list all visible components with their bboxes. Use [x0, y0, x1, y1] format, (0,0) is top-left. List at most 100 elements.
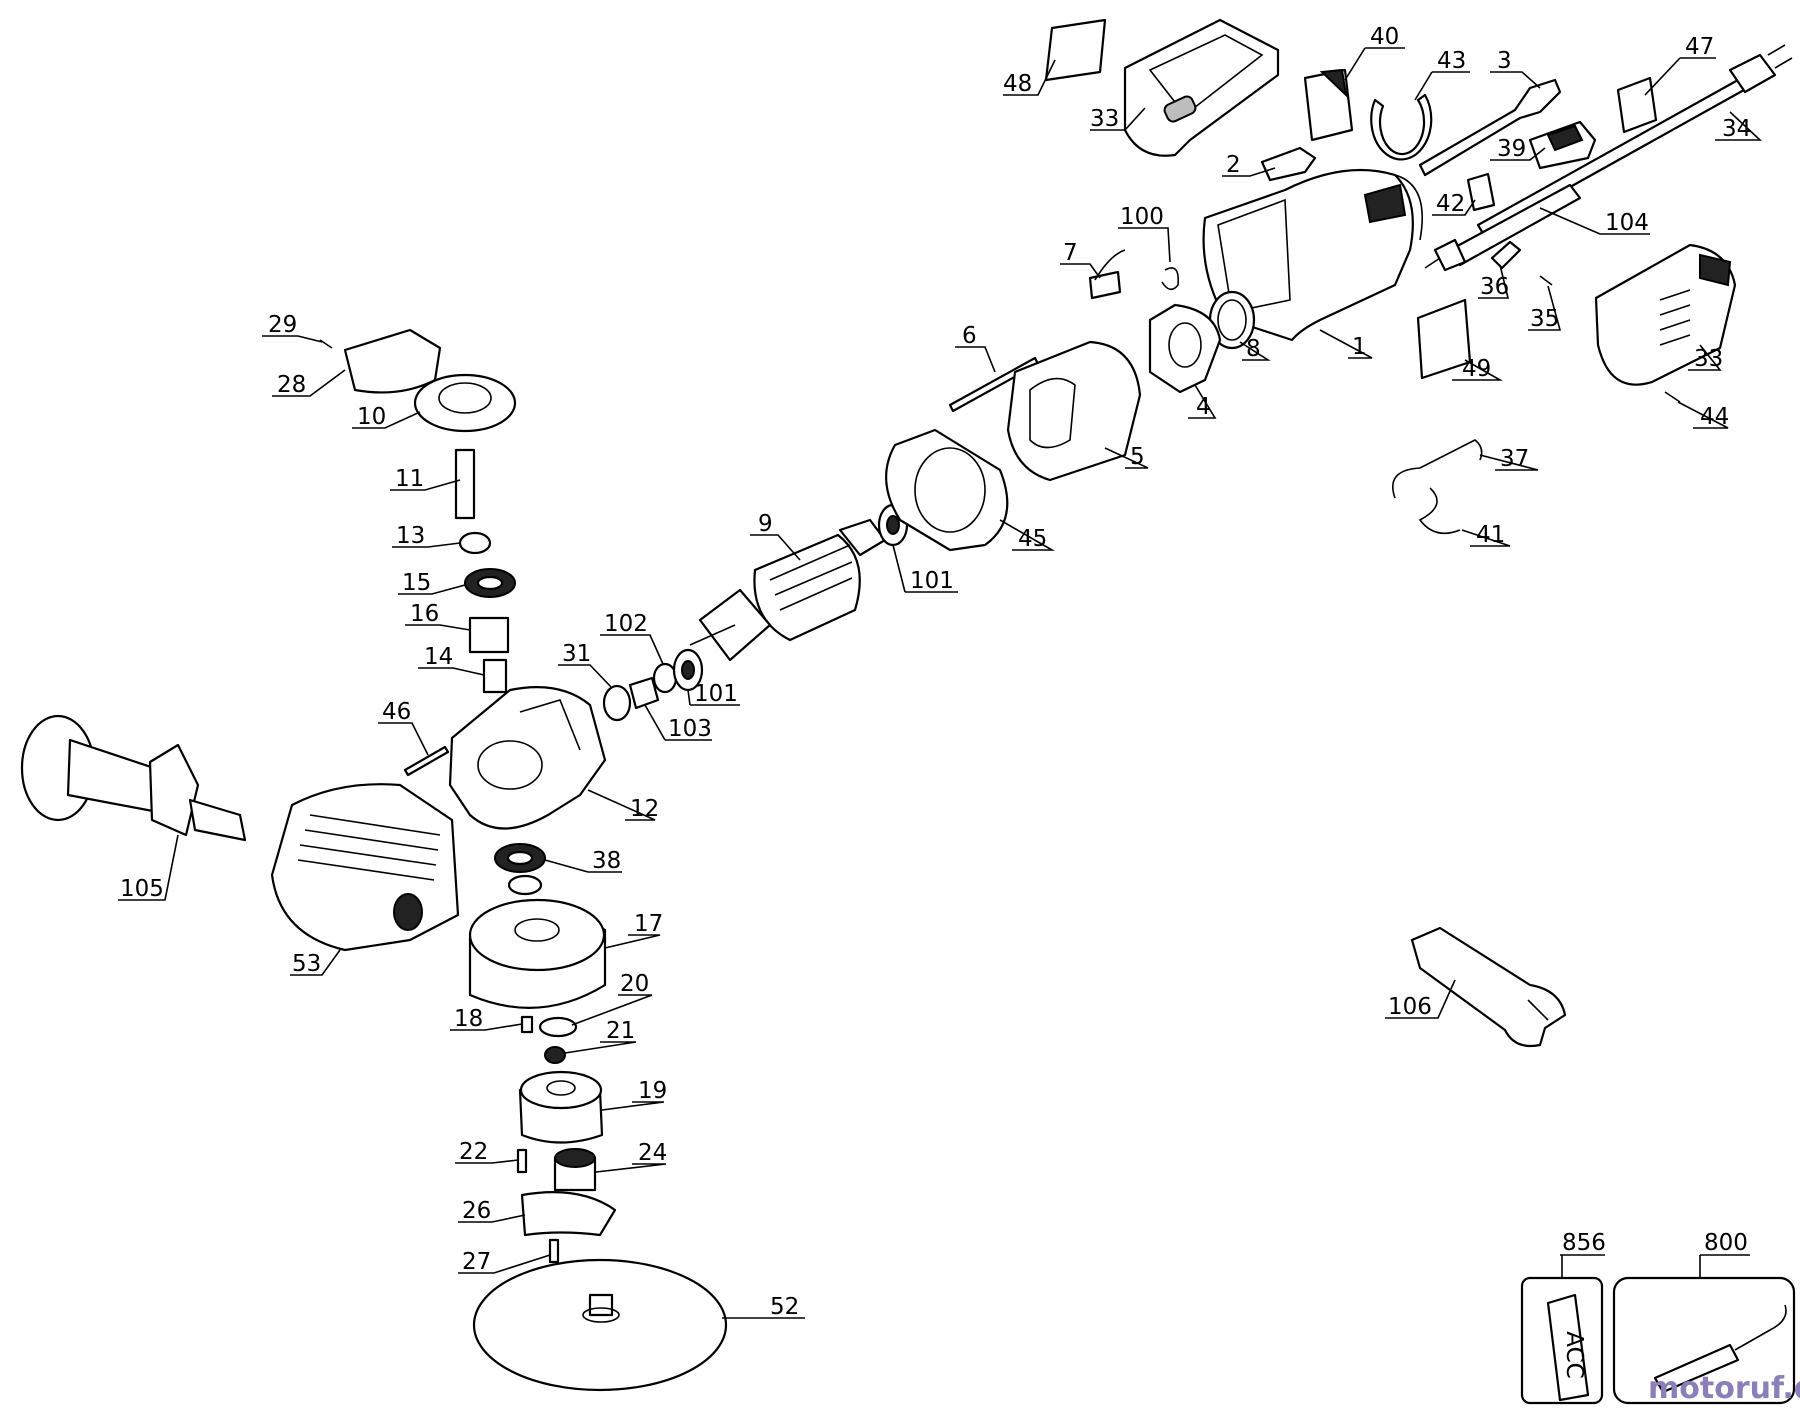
- box-856-text: ACC: [1561, 1331, 1587, 1378]
- callout-31: 31: [562, 641, 591, 667]
- callout-106: 106: [1388, 994, 1432, 1020]
- part-26-guard: [520, 1191, 617, 1237]
- callout-1: 1: [1352, 334, 1367, 360]
- callout-16: 16: [410, 601, 439, 627]
- part-4-brush-holder: [1148, 303, 1222, 394]
- callout-4: 4: [1196, 394, 1211, 420]
- part-9-armature: [689, 518, 887, 662]
- part-7-brush: [1088, 249, 1126, 300]
- part-45-baffle: [885, 428, 1009, 552]
- callout-33-upper: 33: [1090, 106, 1119, 132]
- part-13-washer: [458, 531, 492, 555]
- callout-9: 9: [758, 511, 773, 537]
- part-41-spring: [1418, 487, 1461, 535]
- part-27-screw: [548, 1238, 560, 1264]
- callout-41: 41: [1476, 522, 1505, 548]
- part-46-pin: [403, 745, 450, 777]
- part-36-bracket: [1490, 240, 1522, 270]
- callout-105: 105: [120, 876, 164, 902]
- part-48-label: [1044, 18, 1107, 82]
- callout-29: 29: [268, 312, 297, 338]
- part-18-pin: [520, 1015, 534, 1034]
- callout-8: 8: [1246, 336, 1261, 362]
- callout-856: 856: [1562, 1230, 1606, 1256]
- callout-47: 47: [1685, 34, 1714, 60]
- callout-46: 46: [382, 699, 411, 725]
- part-105-side-handle: [20, 714, 247, 842]
- callout-3: 3: [1497, 48, 1512, 74]
- callout-102: 102: [604, 611, 648, 637]
- part-53-gear-cover: [270, 783, 460, 952]
- callout-21: 21: [606, 1018, 635, 1044]
- callout-101-upper: 101: [910, 568, 954, 594]
- callout-11: 11: [395, 466, 424, 492]
- part-10-bearing-cap: [413, 373, 517, 433]
- callout-53: 53: [292, 951, 321, 977]
- callout-42: 42: [1436, 191, 1465, 217]
- part-100-spring: [1161, 267, 1180, 291]
- part-43-clip-ring: [1370, 93, 1433, 161]
- callout-44: 44: [1700, 404, 1729, 430]
- part-24-flange-nut: [553, 1148, 597, 1192]
- callout-24: 24: [638, 1140, 667, 1166]
- callout-35: 35: [1530, 306, 1559, 332]
- callout-18: 18: [454, 1006, 483, 1032]
- part-106-wrench: [1410, 926, 1567, 1048]
- callout-34: 34: [1722, 116, 1751, 142]
- callout-52: 52: [770, 1294, 799, 1320]
- part-38-bearing: [494, 843, 546, 896]
- watermark: motoruf.de: [1648, 1371, 1800, 1406]
- part-2-switch-button: [1260, 146, 1317, 182]
- callout-800: 800: [1704, 1230, 1748, 1256]
- part-3-switch-rod: [1418, 78, 1562, 177]
- callout-100: 100: [1120, 204, 1164, 230]
- part-31-oring: [602, 684, 632, 722]
- part-33-lower-housing: [1594, 243, 1737, 386]
- part-11-spindle: [454, 448, 476, 520]
- part-103-pinion: [628, 676, 660, 710]
- callout-15: 15: [402, 570, 431, 596]
- callout-labels: 48 33 40 43 3 47 34 39 2 42 104 100: [118, 24, 1763, 1320]
- callout-33-lower: 33: [1694, 346, 1723, 372]
- part-16-sleeve: [468, 616, 510, 654]
- part-15-bearing: [464, 568, 516, 598]
- part-drawings: [20, 18, 1793, 1392]
- part-14-bushing: [482, 658, 508, 694]
- callout-28: 28: [277, 372, 306, 398]
- callout-6: 6: [962, 323, 977, 349]
- callout-19: 19: [638, 1078, 667, 1104]
- callout-13: 13: [396, 523, 425, 549]
- callout-101-lower: 101: [694, 681, 738, 707]
- part-1-motor-housing: [1202, 168, 1423, 342]
- part-37-spring: [1392, 439, 1483, 499]
- part-104-strain-relief: [1424, 183, 1582, 272]
- callout-45: 45: [1018, 526, 1047, 552]
- callout-37: 37: [1500, 446, 1529, 472]
- part-101-lower-bearing: [672, 648, 704, 692]
- part-21-nut: [544, 1046, 566, 1064]
- callout-39: 39: [1497, 136, 1526, 162]
- part-22-pin: [516, 1148, 528, 1174]
- callout-104: 104: [1605, 210, 1649, 236]
- part-44-screw: [1664, 391, 1681, 403]
- part-19-spindle-lock: [518, 1070, 604, 1144]
- callout-10: 10: [357, 404, 386, 430]
- part-28-plate: [343, 328, 442, 394]
- part-5-stator: [1006, 340, 1142, 482]
- part-17-gear: [468, 898, 607, 1009]
- callout-22: 22: [459, 1139, 488, 1165]
- part-12-gear-case: [448, 686, 607, 830]
- part-40-switch-block: [1303, 68, 1354, 142]
- callout-26: 26: [462, 1198, 491, 1224]
- part-39-switch: [1528, 120, 1597, 170]
- callout-2: 2: [1226, 152, 1241, 178]
- accessory-box-856: ACC: [1520, 1276, 1604, 1405]
- callout-20: 20: [620, 971, 649, 997]
- part-102-washer: [652, 662, 678, 694]
- callout-12: 12: [630, 796, 659, 822]
- part-20-washer: [538, 1016, 578, 1038]
- part-35-screw: [1539, 275, 1553, 286]
- callout-40: 40: [1370, 24, 1399, 50]
- callout-27: 27: [462, 1249, 491, 1275]
